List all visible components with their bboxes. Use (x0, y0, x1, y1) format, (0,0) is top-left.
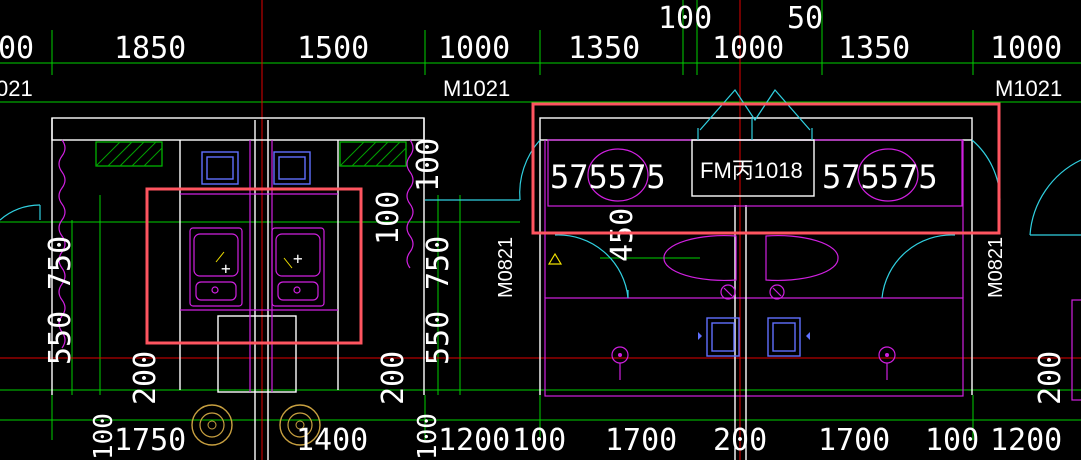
bottom-dim-3: 100 (413, 413, 443, 460)
bottom-dim-4: 1200 (438, 423, 510, 458)
left-fixtures: + + (180, 140, 338, 392)
right-edge-wall (1071, 299, 1081, 401)
right-door-swings (519, 139, 1081, 299)
bottom-dim-2: 1400 (296, 423, 368, 458)
bottom-dim-5: 100 (512, 423, 566, 458)
highlight-box-left[interactable] (145, 187, 363, 345)
door-label-right: M1021 (995, 76, 1062, 101)
left-door-swings (0, 199, 520, 221)
left-walls (51, 117, 425, 460)
top-dim-3: 1000 (438, 31, 510, 66)
top-dim-6: 1350 (838, 31, 910, 66)
door-label-left: M1021 (443, 76, 510, 101)
vdim-mid-550: 550 (421, 311, 456, 365)
top-dim-2: 1500 (297, 31, 369, 66)
vdim-left-200: 200 (128, 351, 163, 405)
right-edge-dim: 200 (1033, 351, 1068, 405)
highlight-box-right[interactable] (531, 102, 1001, 235)
svg-text:+: + (293, 249, 303, 268)
door-label-side-right: M0821 (985, 237, 1007, 298)
basin-dim-left: 575575 (550, 158, 666, 196)
door-label-left-cut: 021 (0, 76, 33, 101)
door-label-side-left: M0821 (495, 237, 517, 298)
vdim-left-750: 750 (43, 236, 78, 290)
vdim-mid-750: 750 (421, 236, 456, 290)
bottom-dim-0: 100 (89, 413, 119, 460)
fire-door-label: FM丙1018 (700, 158, 803, 183)
bottom-dim-7: 200 (713, 423, 767, 458)
bottom-dim-10: 1200 (990, 423, 1062, 458)
top-dim-0: 00 (0, 31, 34, 66)
basin-dim-right: 575575 (822, 158, 938, 196)
top-dim-5: 1000 (712, 31, 784, 66)
svg-text:+: + (221, 259, 231, 278)
top-dim-4: 1350 (568, 31, 640, 66)
top-dim-partial-b: 50 (787, 1, 823, 36)
bottom-dim-1: 1750 (114, 423, 186, 458)
right-walls (539, 89, 973, 460)
bottom-dim-9: 100 (925, 423, 979, 458)
vdim-mid-100-top: 100 (411, 138, 446, 192)
vdim-center-450: 450 (605, 208, 640, 262)
curtain-lines (58, 139, 414, 349)
right-basins (587, 148, 919, 380)
hatched-tanks (95, 141, 407, 167)
top-dim-7: 1000 (990, 31, 1062, 66)
top-dim-partial-a: 100 (658, 1, 712, 36)
vdim-mid-200: 200 (376, 351, 411, 405)
vdim-mid-100: 100 (371, 191, 406, 245)
top-dim-1: 1850 (114, 31, 186, 66)
bottom-dim-6: 1700 (605, 423, 677, 458)
bottom-dim-8: 1700 (818, 423, 890, 458)
floor-drain-rosettes (191, 404, 321, 446)
top-dimension-lines (0, 0, 1081, 103)
vdim-left-550: 550 (43, 311, 78, 365)
warning-icon (547, 252, 563, 265)
